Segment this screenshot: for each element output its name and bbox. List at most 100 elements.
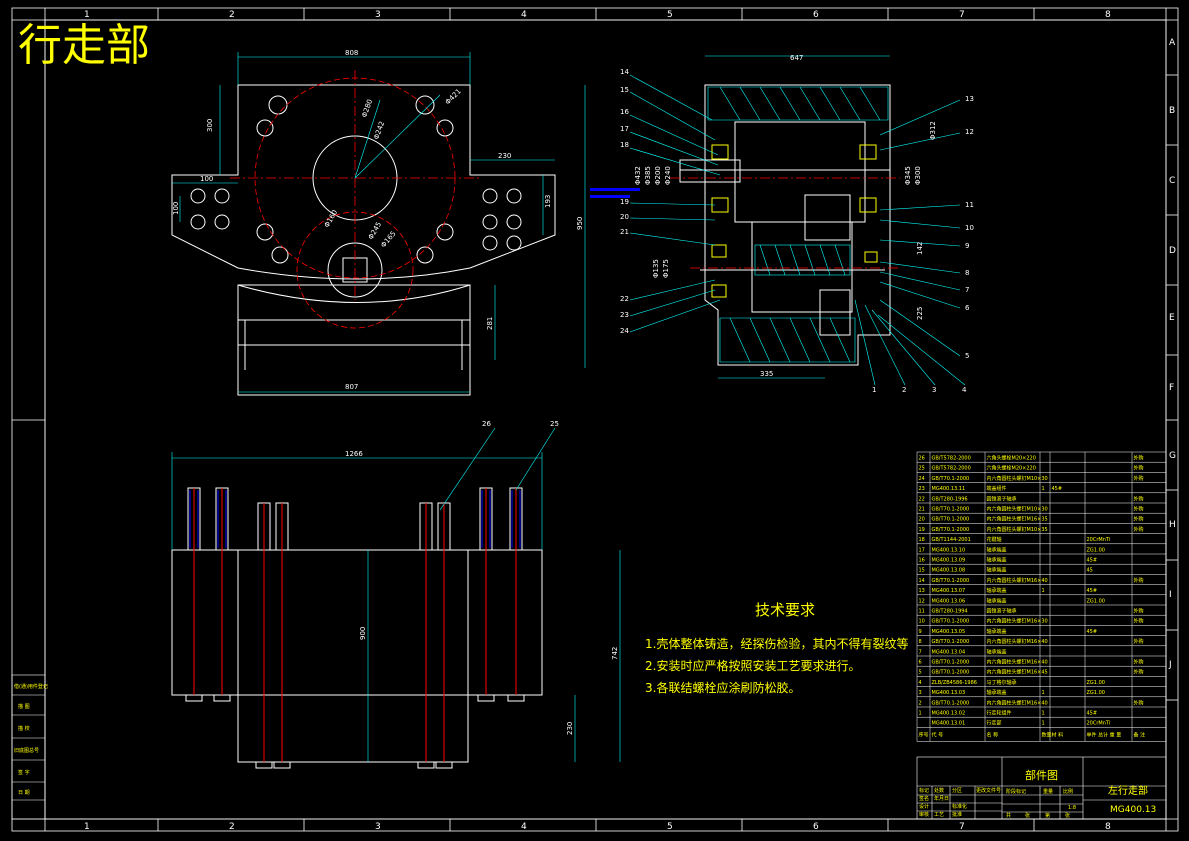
- title-block-scale: 1:8: [1068, 805, 1076, 811]
- bom-cell: ZG1.00: [1087, 598, 1105, 604]
- zone-col-top-7: 7: [959, 10, 965, 20]
- dim-100-v: 100: [172, 202, 180, 215]
- front-view-centerlines: [230, 70, 480, 329]
- bom-cell: MG400.13.06: [932, 598, 966, 604]
- bom-cell: 26: [919, 456, 925, 462]
- bom-cell: 外购: [1134, 495, 1144, 502]
- bom-cell: 内六角圆柱头螺钉M10×35: [987, 526, 1048, 533]
- sec-dim-335: 335: [760, 370, 773, 378]
- bom-cell: 5: [919, 670, 922, 676]
- bom-cell: 20: [919, 517, 925, 523]
- bom-cell: 1: [1042, 721, 1045, 727]
- section-highlight-mark: [590, 188, 640, 198]
- dim-230: 230: [498, 152, 511, 160]
- bom-cell: 45#: [1052, 486, 1063, 492]
- bom-table: [916, 451, 1167, 742]
- tb-label-8: 审核: [919, 811, 929, 818]
- sec-dim-phi312: Φ312: [929, 121, 937, 140]
- dim-phi280: Φ280: [360, 98, 374, 118]
- bom-cell: 轴承端盖: [987, 689, 1007, 696]
- bom-cell: GB/T70.1-2000: [932, 639, 970, 645]
- stamp-5: 签 字: [18, 769, 30, 776]
- balloon-23: 23: [620, 311, 629, 319]
- bom-cell: 2: [919, 700, 922, 706]
- balloon-21: 21: [620, 228, 629, 236]
- bom-cell: 外购: [1134, 506, 1144, 513]
- zone-col-top-6: 6: [813, 10, 819, 20]
- dim-phi421: Φ421: [444, 87, 463, 106]
- bom-cell: 马丁格尔轴承: [987, 679, 1017, 686]
- zone-row-J: J: [1168, 660, 1172, 670]
- zone-row-G: G: [1169, 451, 1176, 461]
- stamp-3: 描 校: [18, 725, 30, 732]
- sec-dim-phi432: Φ432: [634, 166, 642, 185]
- bom-cell: 3: [919, 690, 922, 696]
- bom-cell: 23: [919, 486, 925, 492]
- plan-dim-230: 230: [566, 722, 574, 735]
- bom-cell: 圆锥滚子轴承: [987, 608, 1017, 615]
- bom-cell: 7: [919, 649, 922, 655]
- bom-cell: GB/T70.1-2000: [932, 670, 970, 676]
- bom-cell: 21: [919, 507, 925, 513]
- drawing-title: 行走部: [18, 20, 150, 71]
- tech-req-heading: 技术要求: [755, 601, 815, 619]
- title-block-drawing-type: 部件图: [1025, 768, 1058, 782]
- bom-cell: 15: [919, 568, 925, 574]
- bom-cell: 45#: [1087, 558, 1098, 564]
- sec-dim-phi300: Φ300: [914, 166, 922, 185]
- dim-phi242: Φ242: [372, 120, 386, 140]
- zone-col-top-3: 3: [375, 10, 381, 20]
- bom-cell: 11: [919, 609, 925, 615]
- side-stamp: 借(通)用件登记 描 图 描 校 旧底图总号 签 字 日 期: [11, 674, 48, 820]
- stamp-4: 旧底图总号: [14, 747, 39, 754]
- dim-281: 281: [486, 317, 494, 330]
- balloon-7: 7: [965, 286, 969, 294]
- sec-dim-phi135: Φ135: [652, 259, 660, 278]
- balloon-2: 2: [902, 386, 906, 394]
- plan-dim-742: 742: [611, 647, 619, 660]
- bom-cell: 20CrMnTi: [1087, 721, 1111, 727]
- balloon-3: 3: [932, 386, 936, 394]
- bom-cell: 外购: [1134, 475, 1144, 482]
- bom-cell: 16: [919, 558, 925, 564]
- balloon-4: 4: [962, 386, 967, 394]
- zone-col-top-4: 4: [521, 10, 527, 20]
- bom-cell: 外购: [1134, 638, 1144, 645]
- dim-phi160: Φ160: [323, 209, 339, 229]
- bom-cell: 8: [919, 639, 922, 645]
- bom-cell: 外购: [1134, 659, 1144, 666]
- bom-cell: 1: [919, 711, 922, 717]
- bom-cell: 1: [1042, 588, 1045, 594]
- bom-cell: 13: [919, 588, 925, 594]
- bom-cell: GB/T70.1-2000: [932, 700, 970, 706]
- bom-header-cell: 代 号: [932, 731, 944, 738]
- bom-cell: 18: [919, 537, 925, 543]
- title-block-part-name: 左行走部: [1108, 784, 1148, 797]
- bom-cell: GB/T70.1-2000: [932, 660, 970, 666]
- bom-cell: 轴承端盖: [987, 597, 1007, 604]
- bom-cell: 外购: [1134, 516, 1144, 523]
- bom-cell: ZLB/ZB4586-1986: [932, 680, 977, 686]
- bom-cell: 内六角圆柱头螺钉M16×35: [987, 516, 1048, 523]
- balloon-14: 14: [620, 68, 629, 76]
- sec-dim-225: 225: [916, 307, 924, 320]
- bom-cell: GB/T70.1-2000: [932, 476, 970, 482]
- bom-cell: 内六角圆柱头螺钉M10×30: [987, 506, 1048, 513]
- bom-header-cell: 数量: [1042, 731, 1052, 738]
- bom-cell: 外购: [1134, 608, 1144, 615]
- zone-col-top-1: 1: [84, 10, 90, 20]
- bom-cell: 22: [919, 496, 925, 502]
- dim-950: 950: [576, 217, 584, 230]
- sec-dim-phi200: Φ200: [654, 166, 662, 185]
- tb-label-0: 标记: [919, 787, 929, 794]
- zone-row-H: H: [1169, 520, 1176, 530]
- tb-label-4: 签名: [919, 795, 929, 802]
- bom-cell: GB/T70.1-2000: [932, 517, 970, 523]
- tb-label-13: 比例: [1063, 788, 1073, 795]
- zone-col-top-8: 8: [1105, 10, 1111, 20]
- zone-row-A: A: [1169, 38, 1176, 48]
- sec-dim-phi385: Φ385: [644, 166, 652, 185]
- bom-cell: 行走轮组件: [987, 710, 1012, 717]
- zone-col-bottom-8: 8: [1105, 822, 1111, 832]
